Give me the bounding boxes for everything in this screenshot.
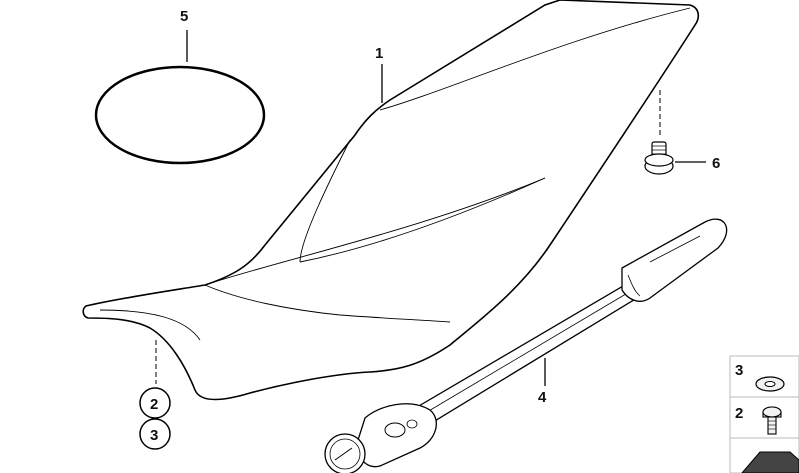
air-pump xyxy=(324,218,728,473)
svg-text:3: 3 xyxy=(735,362,743,379)
svg-text:2: 2 xyxy=(735,405,743,422)
screw-icon xyxy=(762,406,782,435)
callout-5: 5 xyxy=(180,8,188,25)
bracket-icon xyxy=(741,451,799,473)
circle-callout-3: 3 xyxy=(139,418,171,450)
o-ring xyxy=(94,65,266,165)
callout-4: 4 xyxy=(538,389,547,406)
callout-6: 6 xyxy=(712,155,720,172)
callout-1: 1 xyxy=(375,45,383,62)
motorcycle-seat xyxy=(82,0,700,401)
circle-callout-2: 2 xyxy=(139,387,171,419)
legend-row-washer: 3 xyxy=(735,362,785,392)
svg-text:2: 2 xyxy=(150,396,158,413)
legend-row-screw: 2 xyxy=(735,405,782,435)
legend-panel: 3 2 xyxy=(729,355,799,473)
washer-icon xyxy=(755,376,785,392)
valve-cap xyxy=(644,141,674,175)
svg-text:3: 3 xyxy=(150,427,158,444)
